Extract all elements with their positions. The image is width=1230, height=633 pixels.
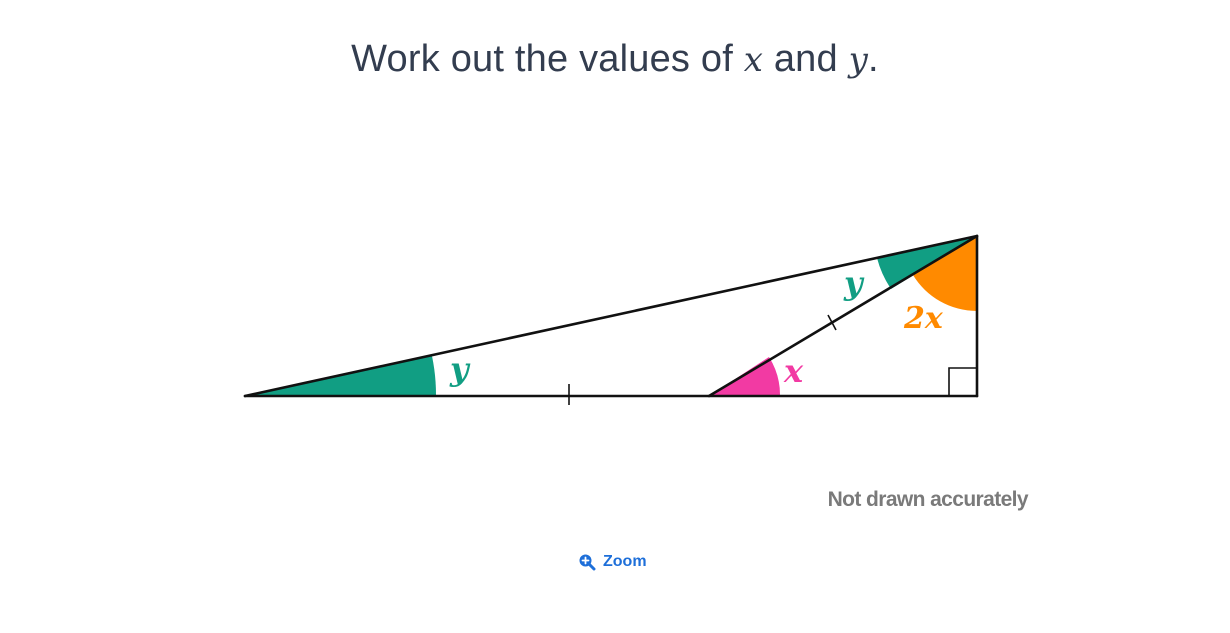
- angle-middle-label: x: [783, 352, 804, 390]
- inner-tick-mark: [827, 314, 837, 331]
- angle-top-sector: [877, 236, 977, 289]
- variable-y: y: [848, 40, 869, 80]
- zoom-in-icon: [578, 553, 596, 571]
- not-drawn-accurately-note: Not drawn accurately: [827, 488, 1029, 511]
- angle-right-top-sector: [913, 236, 977, 311]
- angle-right-top-label: 2x: [903, 301, 944, 336]
- question-suffix: .: [868, 38, 879, 80]
- question-text: Work out the values of x and y.: [0, 38, 1230, 81]
- angle-top-label: y: [843, 264, 865, 302]
- angle-left-label: y: [449, 350, 471, 388]
- zoom-label: Zoom: [603, 553, 647, 570]
- zoom-button[interactable]: Zoom: [578, 553, 647, 571]
- inner-line: [707, 234, 979, 398]
- question-middle: and: [763, 38, 849, 80]
- question-prefix: Work out the values of: [351, 38, 744, 80]
- variable-x: x: [743, 40, 764, 80]
- hypotenuse-line: [243, 234, 979, 398]
- right-angle-marker: [948, 367, 977, 396]
